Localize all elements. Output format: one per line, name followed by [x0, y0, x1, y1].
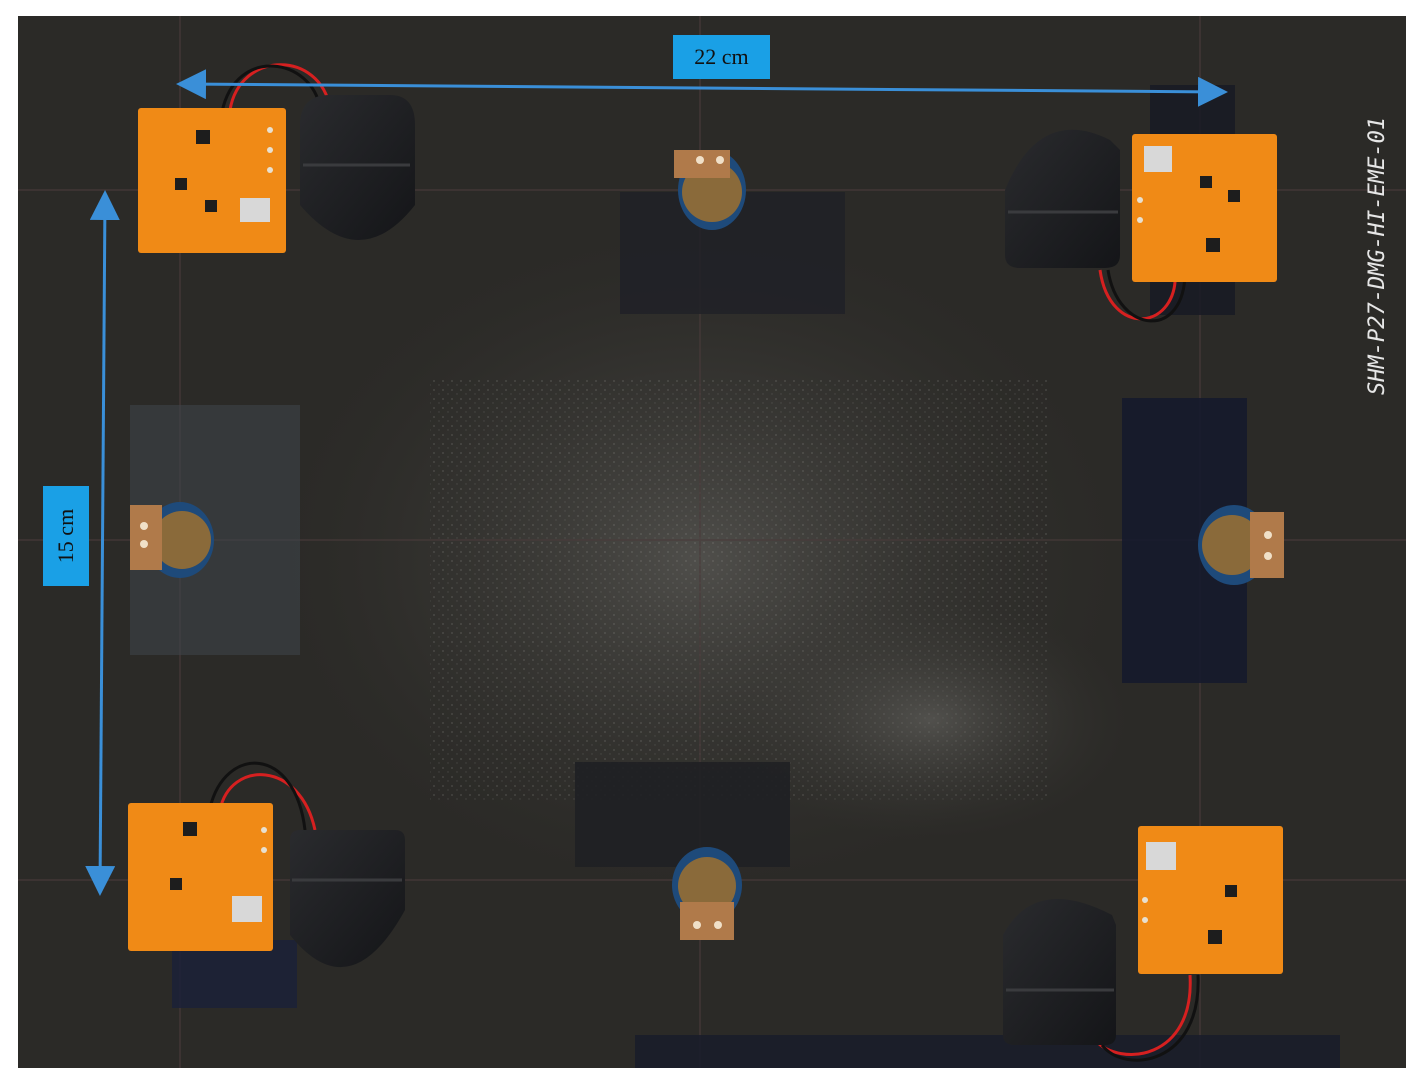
- battery-holder-bottom-left: [290, 830, 405, 968]
- dimension-arrow-horizontal: [176, 69, 1228, 107]
- sensor-node-board-bottom-right: [1138, 826, 1283, 974]
- sensor-node-board-top-right: [1132, 134, 1277, 282]
- sensor-node-board-top-left: [138, 108, 286, 253]
- pzt-sensor-bottom: [672, 847, 742, 940]
- dimension-arrow-vertical: [85, 190, 120, 896]
- pzt-sensor-top: [674, 150, 746, 230]
- pzt-sensor-left: [130, 502, 214, 578]
- dimension-label-height: 15 cm: [43, 486, 89, 586]
- pzt-sensor-right: [1198, 505, 1284, 585]
- dimension-label-width: 22 cm: [673, 35, 770, 79]
- dimension-label-height-text: 15 cm: [53, 508, 79, 564]
- dimension-label-width-text: 22 cm: [694, 44, 749, 69]
- sensor-node-board-bottom-left: [128, 803, 273, 951]
- battery-holder-top-left: [300, 95, 415, 240]
- specimen-id-text: SHM-P27-DMG-HI-EME-01: [1365, 116, 1390, 395]
- specimen-id-handwriting: SHM-P27-DMG-HI-EME-01: [1365, 117, 1390, 395]
- battery-holder-top-right: [1005, 129, 1120, 268]
- battery-holder-bottom-right: [1003, 899, 1116, 1045]
